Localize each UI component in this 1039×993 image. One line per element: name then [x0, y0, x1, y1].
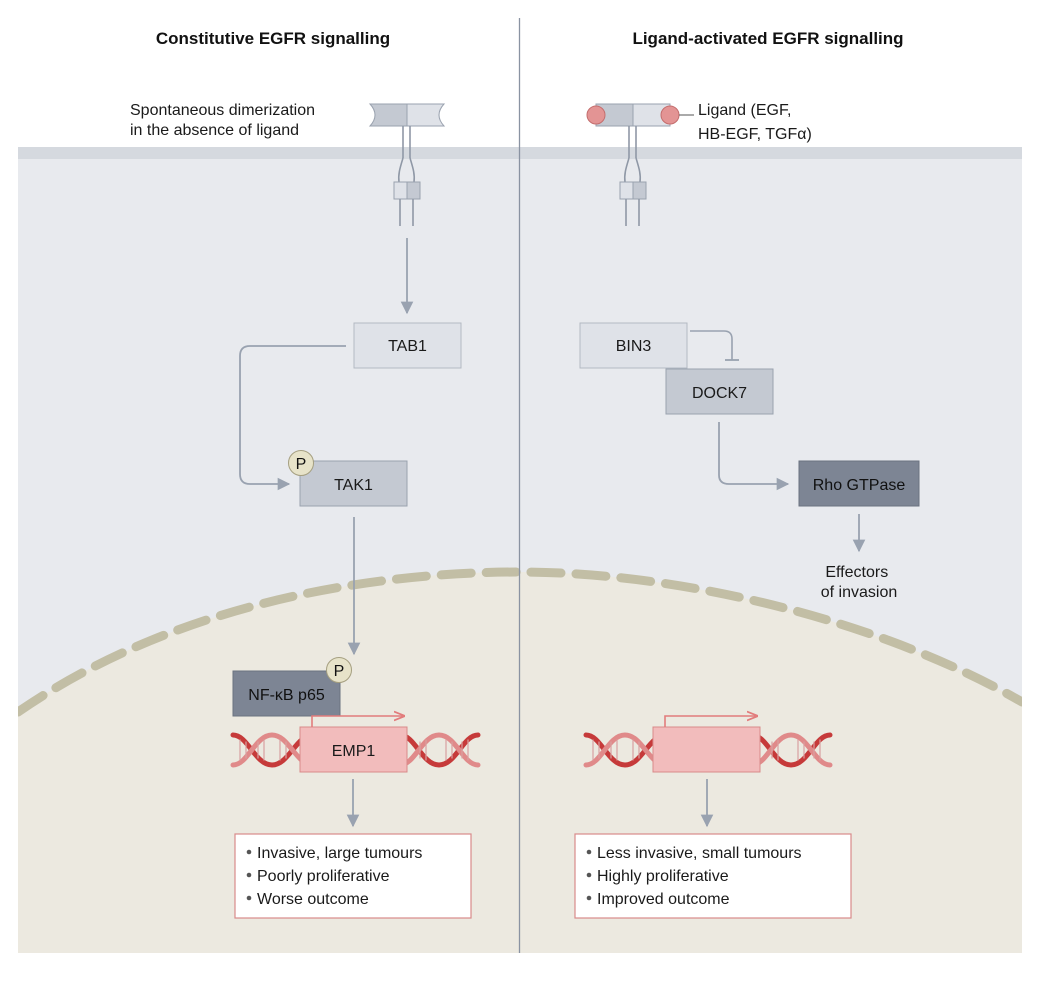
left-outcomes-list: Invasive, large tumours Poorly prolifera…	[246, 845, 422, 908]
tak1-phospho-icon	[288, 450, 314, 476]
tak1-box	[299, 460, 408, 507]
right-panel-title: Ligand-activated EGFR signalling	[632, 29, 903, 48]
left-outcomes-box	[234, 833, 472, 919]
gene-box-right	[652, 726, 761, 773]
right-outcome-2: Highly proliferative	[597, 868, 729, 885]
effectors-label: Effectors of invasion	[821, 564, 898, 601]
ligand-note-line-2: HB-EGF, TGFα)	[698, 126, 812, 143]
arrow-tab1-to-tak1	[239, 345, 346, 491]
ligand-note: Ligand (EGF, HB-EGF, TGFα)	[698, 102, 812, 143]
left-panel-title: Constitutive EGFR signalling	[156, 29, 390, 48]
bin3-label: BIN3	[616, 338, 652, 355]
receptor-note: Spontaneous dimerization in the absence …	[130, 102, 319, 139]
effectors-line-2: of invasion	[821, 584, 898, 601]
bin3-box	[579, 322, 688, 369]
dock7-box	[665, 368, 774, 415]
receptor-note-line-1: Spontaneous dimerization	[130, 102, 315, 119]
ligand-icon-right	[660, 105, 680, 125]
left-outcome-1: Invasive, large tumours	[257, 845, 422, 862]
transcription-start-left	[311, 716, 404, 727]
right-outcomes-list: Less invasive, small tumours Highly prol…	[586, 845, 802, 908]
tak1-label: TAK1	[334, 477, 373, 494]
transcription-start-right	[664, 716, 757, 727]
rho-gtpase-label: Rho GTPase	[813, 477, 906, 494]
rho-gtpase-box	[798, 460, 920, 507]
tab1-label: TAB1	[388, 338, 427, 355]
ligand-note-line-1: Ligand (EGF,	[698, 102, 791, 119]
right-outcome-1: Less invasive, small tumours	[597, 845, 802, 862]
nfkb-phospho-label: P	[334, 663, 345, 680]
nfkb-phospho-icon	[326, 657, 352, 683]
inhibition-bin3-to-dock7	[690, 330, 733, 360]
receptor-note-line-2: in the absence of ligand	[130, 122, 299, 139]
egfr-dimer-unliganded	[368, 103, 446, 226]
emp1-label: EMP1	[332, 743, 376, 760]
left-outcome-2: Poorly proliferative	[257, 868, 390, 885]
effectors-line-1: Effectors	[825, 564, 888, 581]
dock7-label: DOCK7	[692, 385, 747, 402]
nfkb-box	[232, 670, 341, 717]
arrow-dock7-to-rho	[718, 422, 790, 491]
right-outcomes-box	[574, 833, 852, 919]
egfr-dimer-ligand-bound	[586, 103, 680, 226]
nfkb-label: NF-κB p65	[248, 687, 325, 704]
emp1-gene-box	[299, 726, 408, 773]
right-outcome-3: Improved outcome	[597, 891, 730, 908]
ligand-icon-left	[586, 105, 606, 125]
tak1-phospho-label: P	[296, 456, 307, 473]
left-outcome-3: Worse outcome	[257, 891, 369, 908]
tab1-box	[353, 322, 462, 369]
